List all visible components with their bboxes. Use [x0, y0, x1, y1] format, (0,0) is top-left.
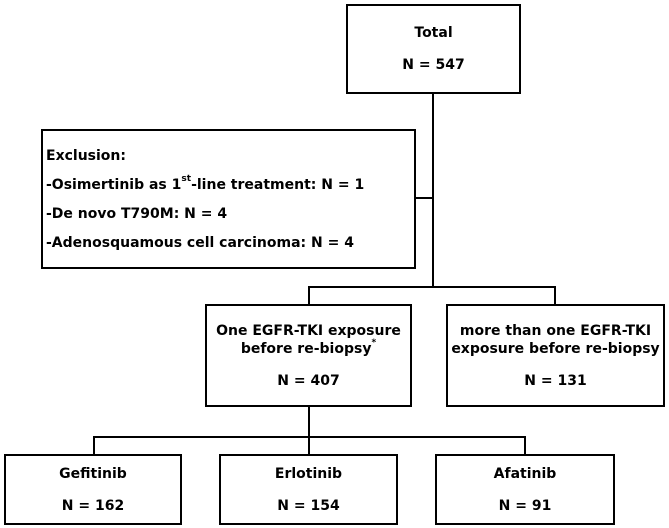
connector-one-exposure-down	[308, 405, 310, 438]
connector-to-afatinib	[524, 436, 526, 456]
exclusion-item-adenosquamous: -Adenosquamous cell carcinoma: N = 4	[46, 235, 354, 251]
gefitinib-box: Gefitinib N = 162	[4, 454, 182, 525]
afatinib-title: Afatinib	[493, 465, 557, 482]
exclusion-box: Exclusion: -Osimertinib as 1st-line trea…	[41, 129, 416, 269]
one-exposure-line1: One EGFR-TKI exposure	[216, 322, 401, 339]
total-title: Total	[414, 25, 453, 41]
one-exposure-box: One EGFR-TKI exposure before re-biopsy* …	[205, 304, 412, 407]
one-exposure-line2: before re-biopsy*	[240, 337, 377, 357]
erlotinib-title: Erlotinib	[274, 465, 343, 482]
connector-to-one-exposure	[308, 286, 310, 306]
connector-to-multi-exposure	[554, 286, 556, 306]
total-count: N = 547	[402, 57, 465, 73]
gefitinib-count: N = 162	[61, 497, 125, 514]
exclusion-item-osimertinib: -Osimertinib as 1st-line treatment: N = …	[46, 174, 365, 193]
multi-exposure-count: N = 131	[524, 372, 587, 389]
exclusion-heading: Exclusion:	[46, 148, 126, 164]
exclusion-item-t790m: -De novo T790M: N = 4	[46, 206, 228, 222]
connector-exclusion	[414, 197, 434, 199]
multi-exposure-line1: more than one EGFR-TKI	[459, 322, 652, 339]
footnote-marker: *	[371, 337, 377, 348]
multi-exposure-line2: exposure before re-biopsy	[451, 340, 660, 357]
afatinib-box: Afatinib N = 91	[435, 454, 615, 525]
total-box: Total N = 547	[346, 4, 521, 94]
gefitinib-title: Gefitinib	[59, 465, 127, 482]
multi-exposure-box: more than one EGFR-TKI exposure before r…	[446, 304, 665, 407]
connector-split-top	[308, 286, 556, 288]
erlotinib-box: Erlotinib N = 154	[219, 454, 398, 525]
afatinib-count: N = 91	[498, 497, 552, 514]
one-exposure-count: N = 407	[277, 372, 340, 389]
erlotinib-count: N = 154	[277, 497, 340, 514]
connector-total-down	[432, 92, 434, 288]
connector-to-gefitinib	[93, 436, 95, 456]
connector-to-erlotinib	[308, 436, 310, 456]
